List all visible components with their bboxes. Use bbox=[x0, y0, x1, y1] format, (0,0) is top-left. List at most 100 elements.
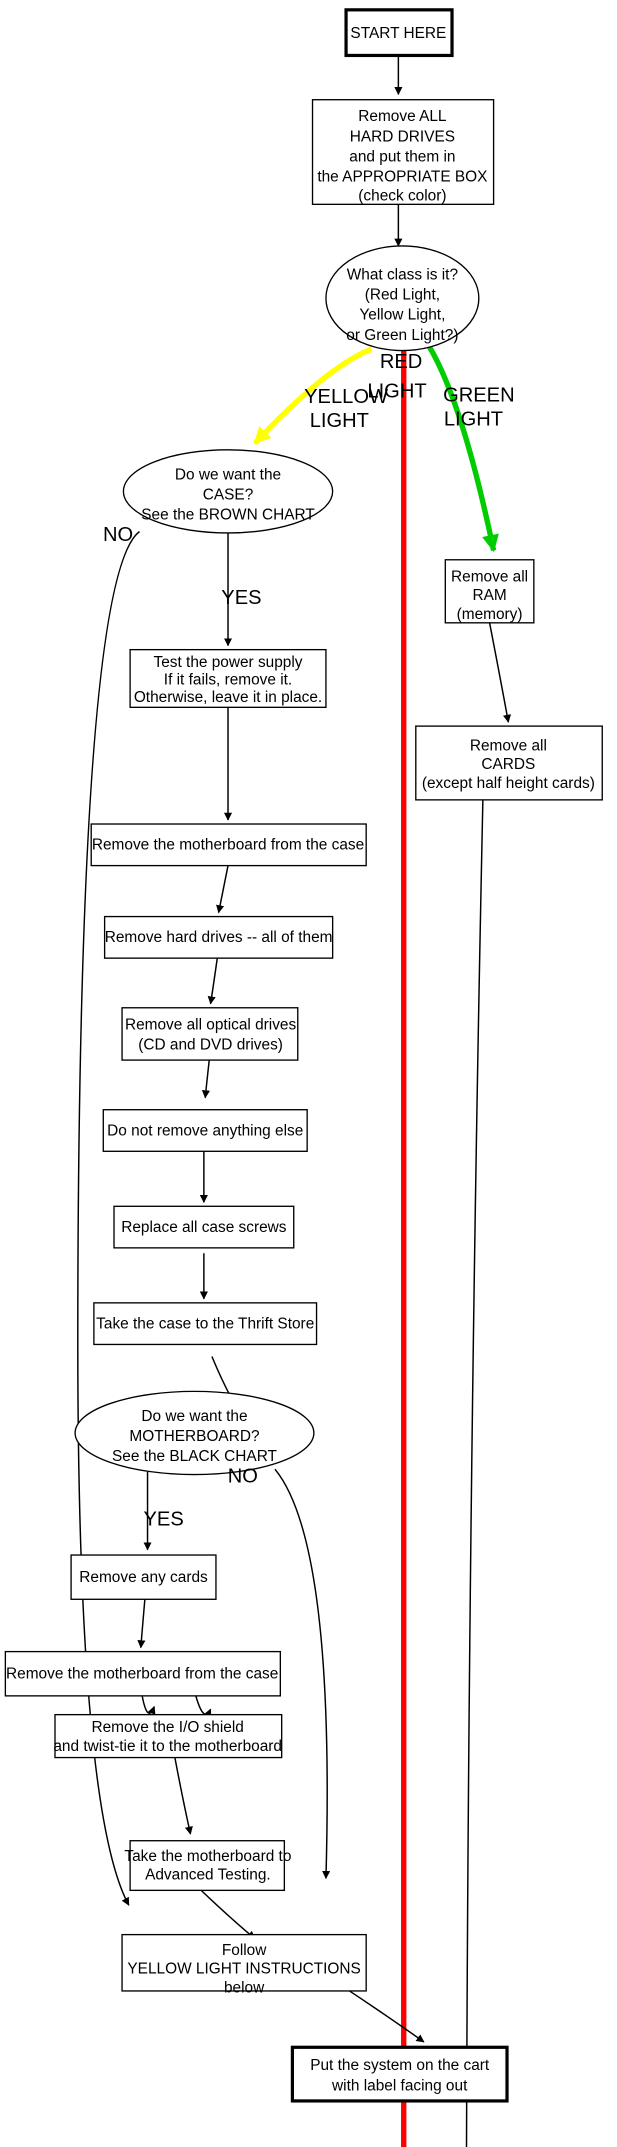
edge-label-green-line-1: LIGHT bbox=[444, 409, 503, 431]
node-put-on-cart-line-0: Put the system on the cart bbox=[310, 2057, 490, 2074]
node-test-psu-line-0: Test the power supply bbox=[154, 654, 303, 671]
node-replace-screws-line-0: Replace all case screws bbox=[121, 1219, 287, 1236]
node-follow-yellow[interactable]: Follow YELLOW LIGHT INSTRUCTIONS below bbox=[121, 1933, 367, 1997]
edge-advtest-to-followyellow bbox=[200, 1889, 256, 1940]
node-test-psu[interactable]: Test the power supply If it fails, remov… bbox=[129, 648, 327, 708]
node-remove-cards-right-line-1: CARDS bbox=[481, 756, 535, 773]
node-hard-drives[interactable]: Remove ALL HARD DRIVES and put them in t… bbox=[311, 99, 495, 206]
edge-cards-to-mobo2 bbox=[137, 1599, 146, 1649]
node-what-class-line-2: Yellow Light, bbox=[359, 307, 445, 324]
node-want-case-line-2: See the BROWN CHART bbox=[141, 507, 315, 524]
node-follow-yellow-shape bbox=[121, 1933, 367, 1992]
node-remove-cards-line-0: Remove any cards bbox=[79, 1569, 208, 1586]
node-remove-hdd-line-0: Remove hard drives -- all of them bbox=[105, 929, 333, 946]
edge-cards-to-cart bbox=[465, 799, 484, 2147]
node-want-case-shape bbox=[122, 449, 334, 534]
node-test-psu-shape bbox=[129, 648, 327, 708]
node-nothing-else-line-0: Do not remove anything else bbox=[107, 1122, 303, 1139]
node-advanced-test-shape bbox=[129, 1840, 286, 1892]
edge-case-no bbox=[77, 531, 140, 1906]
node-io-shield-shape bbox=[54, 1713, 283, 1759]
edge-mobo-to-hdd bbox=[216, 865, 229, 914]
node-remove-mobo-1-shape bbox=[90, 823, 367, 867]
node-put-on-cart[interactable]: Put the system on the cart with label fa… bbox=[290, 2045, 509, 2103]
node-want-case-line-1: CASE? bbox=[203, 486, 254, 503]
edge-label-green-light: GREEN LIGHT bbox=[443, 385, 515, 431]
node-remove-optical-line-0: Remove all optical drives bbox=[125, 1016, 297, 1033]
edge-label-red-line-1: LIGHT bbox=[367, 380, 426, 402]
node-remove-cards-shape bbox=[70, 1554, 217, 1600]
node-remove-cards-right[interactable]: Remove all CARDS (except half height car… bbox=[415, 725, 603, 801]
node-remove-cards-right-line-2: (except half height cards) bbox=[422, 775, 595, 792]
node-follow-yellow-line-1: YELLOW LIGHT INSTRUCTIONS bbox=[127, 1961, 360, 1978]
edge-label-mobo-no: NO bbox=[228, 1466, 258, 1488]
node-remove-ram-line-2: (memory) bbox=[457, 606, 523, 623]
node-hard-drives-line-2: and put them in bbox=[349, 148, 455, 165]
edge-mobo-no bbox=[274, 1468, 331, 1880]
edge-label-case-yes: YES bbox=[221, 587, 261, 609]
node-put-on-cart-line-1: with label facing out bbox=[331, 2077, 468, 2094]
node-follow-yellow-line-0: Follow bbox=[222, 1942, 267, 1959]
edge-label-green-line-0: GREEN bbox=[443, 385, 515, 407]
node-want-case-line-0: Do we want the bbox=[175, 466, 281, 483]
edge-label-red-light: RED LIGHT bbox=[367, 351, 426, 403]
node-remove-ram-shape bbox=[444, 559, 535, 624]
node-want-mobo-line-0: Do we want the bbox=[141, 1408, 247, 1425]
node-replace-screws[interactable]: Replace all case screws bbox=[113, 1205, 295, 1249]
edge-label-red-line-0: RED bbox=[380, 351, 422, 373]
node-hard-drives-line-4: (check color) bbox=[358, 187, 446, 204]
node-thrift-store[interactable]: Take the case to the Thrift Store bbox=[93, 1302, 318, 1346]
node-remove-optical-shape bbox=[121, 1007, 299, 1061]
node-want-mobo-shape bbox=[74, 1390, 315, 1476]
node-advanced-test-line-1: Advanced Testing. bbox=[145, 1867, 271, 1884]
node-remove-hdd[interactable]: Remove hard drives -- all of them bbox=[103, 915, 334, 959]
node-start-label: START HERE bbox=[350, 25, 446, 42]
node-remove-optical-line-1: (CD and DVD drives) bbox=[138, 1036, 283, 1053]
node-what-class-line-0: What class is it? bbox=[347, 267, 458, 284]
node-put-on-cart-shape bbox=[290, 2045, 509, 2103]
node-io-shield[interactable]: Remove the I/O shield and twist-tie it t… bbox=[53, 1713, 283, 1759]
edge-label-yellow-line-0: YELLOW bbox=[304, 386, 388, 408]
node-remove-ram-line-0: Remove all bbox=[451, 568, 528, 585]
node-io-shield-line-0: Remove the I/O shield bbox=[91, 1719, 243, 1736]
node-nothing-else-shape bbox=[102, 1109, 308, 1152]
edge-ioshield-to-advtest bbox=[173, 1754, 193, 1835]
node-hard-drives-line-3: the APPROPRIATE BOX bbox=[317, 169, 487, 186]
edge-label-case-no: NO bbox=[103, 524, 133, 546]
node-remove-cards[interactable]: Remove any cards bbox=[70, 1554, 217, 1600]
node-what-class[interactable]: What class is it? (Red Light, Yellow Lig… bbox=[325, 245, 480, 352]
node-want-mobo-line-1: MOTHERBOARD? bbox=[129, 1428, 259, 1445]
edge-green-light bbox=[426, 345, 499, 553]
node-what-class-line-3: or Green Light?) bbox=[346, 327, 458, 344]
node-thrift-store-shape bbox=[93, 1302, 318, 1346]
node-hard-drives-shape bbox=[311, 99, 495, 206]
node-replace-screws-shape bbox=[113, 1205, 295, 1249]
node-nothing-else[interactable]: Do not remove anything else bbox=[102, 1109, 308, 1152]
node-hard-drives-line-1: HARD DRIVES bbox=[350, 128, 455, 145]
node-test-psu-line-2: Otherwise, leave it in place. bbox=[134, 689, 322, 706]
node-remove-ram-line-1: RAM bbox=[472, 587, 506, 604]
node-what-class-shape bbox=[325, 245, 480, 352]
node-hard-drives-line-0: Remove ALL bbox=[358, 108, 447, 125]
node-test-psu-line-1: If it fails, remove it. bbox=[164, 672, 292, 689]
edge-mobo2-to-ioshield bbox=[195, 1695, 212, 1718]
edge-ram-to-cards bbox=[488, 622, 512, 723]
node-want-mobo[interactable]: Do we want the MOTHERBOARD? See the BLAC… bbox=[74, 1390, 315, 1476]
edge-label-yellow-line-1: LIGHT bbox=[310, 410, 369, 432]
node-remove-mobo-2[interactable]: Remove the motherboard from the case bbox=[4, 1650, 282, 1697]
node-advanced-test[interactable]: Take the motherboard to Advanced Testing… bbox=[124, 1840, 291, 1892]
edge-mobo2-to-ioshield-seg bbox=[141, 1695, 156, 1715]
node-remove-optical[interactable]: Remove all optical drives (CD and DVD dr… bbox=[121, 1007, 299, 1061]
edge-yellow-light bbox=[252, 346, 373, 445]
node-thrift-store-line-0: Take the case to the Thrift Store bbox=[96, 1315, 314, 1332]
node-start[interactable]: START HERE bbox=[344, 8, 454, 58]
node-what-class-line-1: (Red Light, bbox=[365, 287, 440, 304]
node-remove-mobo-1[interactable]: Remove the motherboard from the case bbox=[90, 823, 367, 867]
node-io-shield-line-1: and twist-tie it to the motherboard bbox=[53, 1738, 282, 1755]
node-remove-ram[interactable]: Remove all RAM (memory) bbox=[444, 559, 535, 624]
node-remove-cards-right-line-0: Remove all bbox=[470, 737, 547, 754]
node-advanced-test-line-0: Take the motherboard to bbox=[124, 1848, 291, 1865]
node-want-case[interactable]: Do we want the CASE? See the BROWN CHART bbox=[122, 449, 334, 534]
edge-label-mobo-yes: YES bbox=[144, 1509, 184, 1531]
